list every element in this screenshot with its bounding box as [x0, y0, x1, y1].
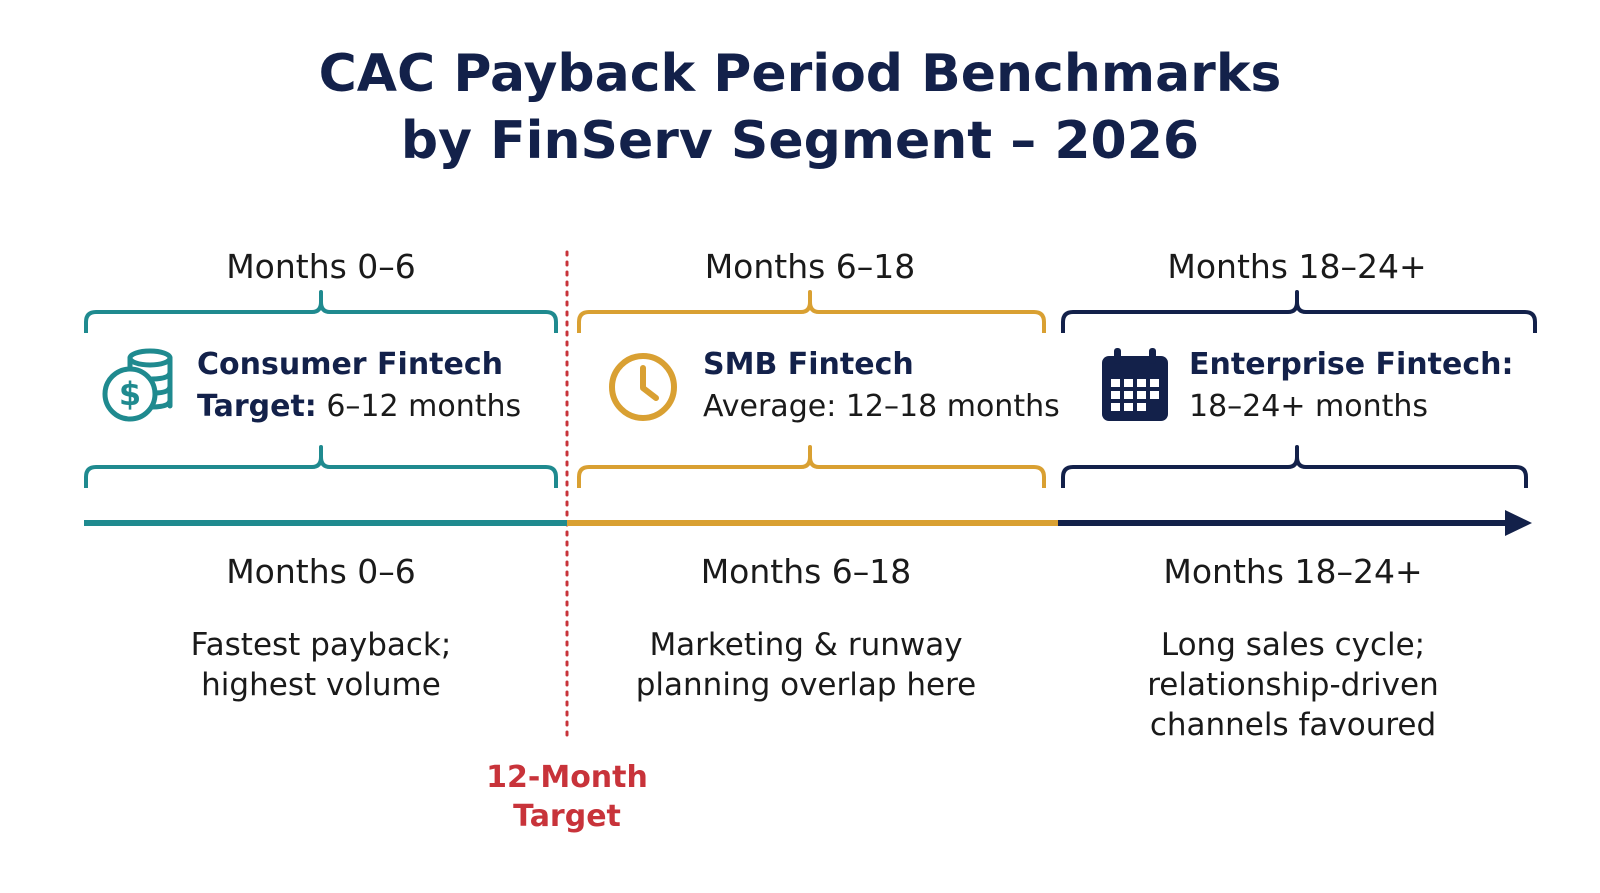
description-consumer: Fastest payback; highest volume: [121, 625, 521, 705]
range-label-bottom-smb: Months 6–18: [700, 552, 912, 591]
description-enterprise-line-3: channels favoured: [1149, 707, 1437, 743]
segment-name-smb: SMB Fintech: [703, 347, 914, 382]
segment-detail-consumer: Target: 6–12 months: [197, 392, 521, 422]
segment-detail-enterprise: 18–24+ months: [1189, 389, 1429, 424]
range-label-bottom-enterprise: Months 18–24+: [1163, 552, 1423, 591]
range-label-top-enterprise: Months 18–24+: [1167, 247, 1427, 286]
coins-dollar-icon: $: [102, 348, 173, 422]
brace-top-consumer: [84, 290, 558, 333]
brace-top-smb: [577, 290, 1046, 333]
calendar-icon: [1102, 348, 1168, 421]
svg-text:$: $: [119, 375, 141, 413]
range-label-bottom-consumer: Months 0–6: [226, 552, 416, 591]
description-smb-line-2: planning overlap here: [635, 667, 977, 703]
description-consumer-line-1: Fastest payback;: [190, 627, 452, 663]
brace-bottom-consumer: [84, 445, 558, 488]
axis-arrowhead: [1505, 510, 1532, 536]
segment-detail-prefix-consumer: Target:: [197, 389, 317, 424]
description-smb: Marketing & runway planning overlap here: [596, 625, 1016, 705]
title-line-1: CAC Payback Period Benchmarks: [318, 44, 1282, 104]
range-label-top-consumer: Months 0–6: [226, 247, 416, 286]
clock-icon: [609, 353, 677, 421]
title-line-2: by FinServ Segment – 2026: [400, 111, 1200, 171]
segment-name-enterprise: Enterprise Fintech:: [1189, 347, 1514, 382]
segment-detail-smb: Average: 12–18 months: [703, 389, 1060, 424]
brace-bottom-enterprise: [1061, 445, 1528, 488]
description-consumer-line-2: highest volume: [201, 667, 441, 703]
target-marker-line-2: Target: [513, 799, 621, 834]
brace-bottom-smb: [577, 445, 1046, 488]
segment-detail-value-consumer: 6–12 months: [326, 389, 522, 424]
brace-top-enterprise: [1061, 290, 1537, 333]
range-label-top-smb: Months 6–18: [704, 247, 916, 286]
segment-name-consumer: Consumer Fintech: [197, 347, 504, 382]
description-smb-line-1: Marketing & runway: [649, 627, 963, 663]
target-marker-line-1: 12-Month: [486, 760, 648, 795]
description-enterprise-line-1: Long sales cycle;: [1160, 627, 1426, 663]
description-enterprise-line-2: relationship-driven: [1147, 667, 1439, 703]
target-marker-label: 12-Month Target: [467, 758, 667, 836]
description-enterprise: Long sales cycle; relationship-driven ch…: [1093, 625, 1493, 745]
